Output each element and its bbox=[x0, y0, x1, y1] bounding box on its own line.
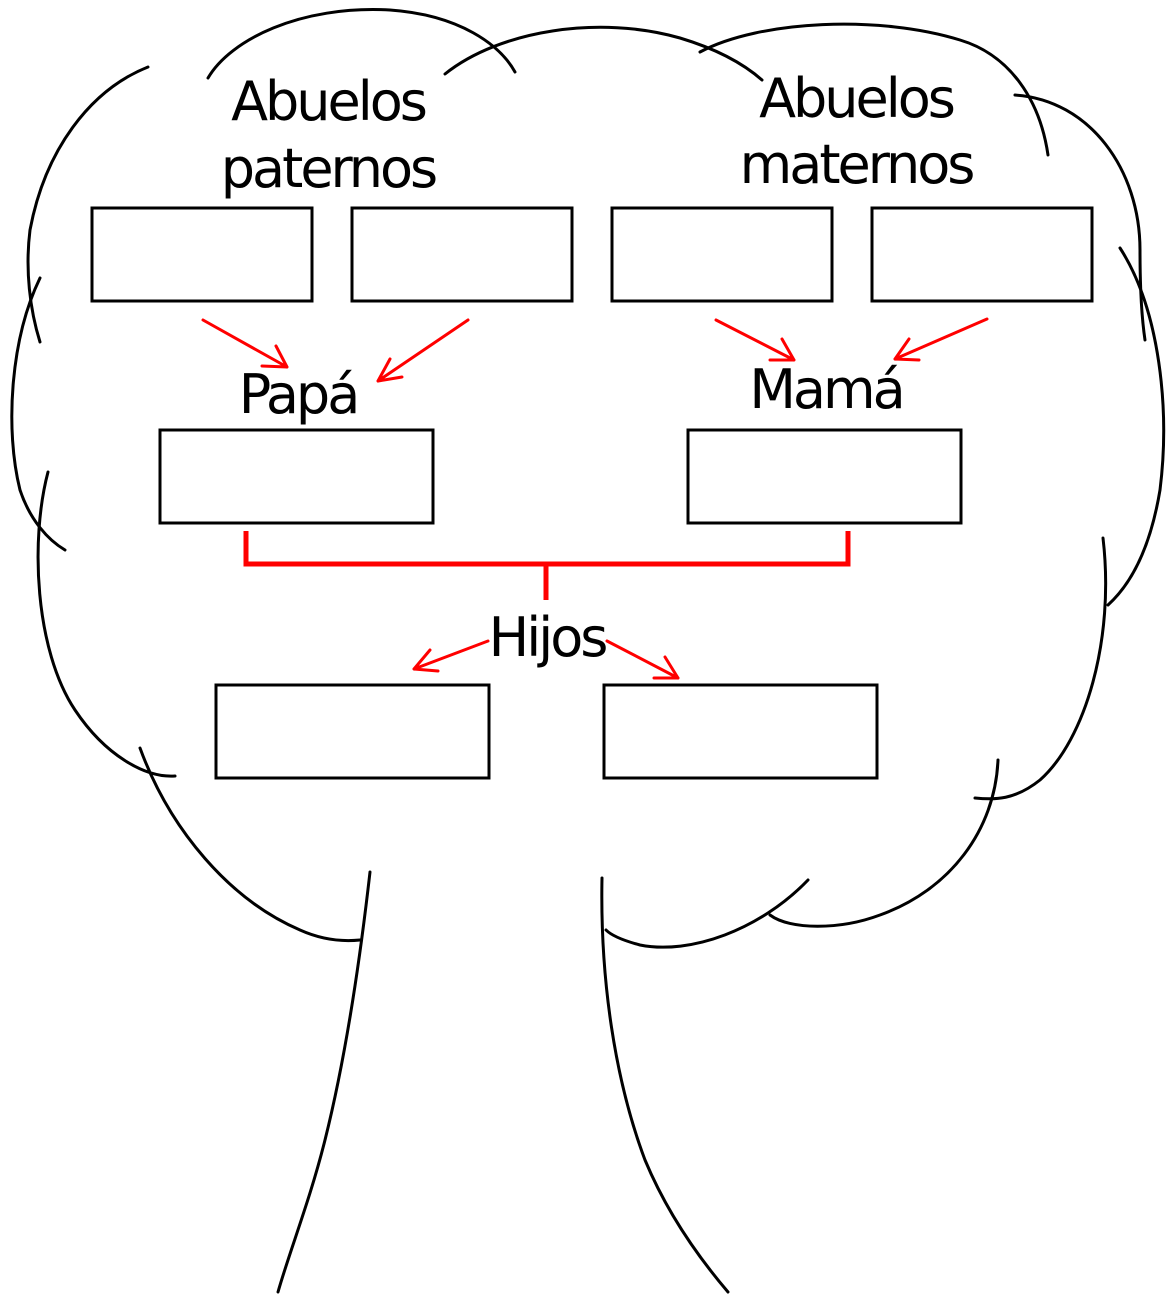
box-father[interactable] bbox=[158, 428, 435, 525]
trunk-right-edge bbox=[600, 876, 730, 1294]
label-paternal-grandparents-line1: Abuelos bbox=[231, 70, 426, 133]
crown-arc-left-upper bbox=[26, 65, 150, 344]
tree-crown-outline bbox=[10, 8, 1166, 949]
arrow-paternal-grandparent-2-to-father bbox=[376, 318, 470, 383]
box-child-1[interactable] bbox=[214, 683, 491, 780]
crown-arc-left-middle bbox=[10, 276, 67, 552]
crown-arc-bottom-left bbox=[138, 746, 362, 943]
crown-arc-right-lower bbox=[973, 536, 1108, 801]
label-paternal-grandparents-line2: paternos bbox=[221, 137, 436, 200]
arrow-maternal-grandparent-2-to-mother bbox=[893, 317, 989, 362]
box-paternal-grandparent-2[interactable] bbox=[350, 206, 574, 303]
crown-arc-bottom-right bbox=[768, 758, 1000, 928]
label-father: Papá bbox=[239, 363, 358, 426]
box-paternal-grandparent-1[interactable] bbox=[90, 206, 314, 303]
label-maternal-grandparents-line2: maternos bbox=[740, 133, 974, 196]
box-maternal-grandparent-1[interactable] bbox=[610, 206, 834, 303]
trunk-left-edge bbox=[276, 870, 372, 1294]
arrow-children-right bbox=[605, 639, 680, 680]
connector-arrows-children bbox=[412, 639, 680, 680]
label-maternal-grandparents-line1: Abuelos bbox=[759, 67, 954, 130]
label-children: Hijos bbox=[489, 606, 607, 669]
label-mother: Mamá bbox=[749, 358, 902, 421]
crown-arc-left-lower bbox=[36, 470, 177, 778]
crown-arc-top-middle bbox=[443, 25, 764, 82]
crown-arc-right-middle bbox=[1106, 246, 1166, 607]
crown-arc-bottom-middle bbox=[604, 878, 810, 949]
arrow-children-left bbox=[412, 639, 490, 673]
box-mother[interactable] bbox=[686, 428, 963, 525]
crown-arc-top-right bbox=[698, 22, 1050, 157]
tree-trunk bbox=[276, 870, 730, 1294]
arrow-maternal-grandparent-1-to-mother bbox=[714, 318, 796, 362]
arrow-paternal-grandparent-1-to-father bbox=[201, 318, 289, 369]
bracket-line bbox=[243, 531, 851, 567]
name-boxes bbox=[90, 206, 1094, 780]
crown-arc-right-top bbox=[1013, 93, 1147, 342]
box-maternal-grandparent-2[interactable] bbox=[870, 206, 1094, 303]
box-child-2[interactable] bbox=[602, 683, 879, 780]
connector-arrows-grandparents bbox=[201, 317, 989, 383]
parents-bracket bbox=[243, 531, 851, 600]
crown-arc-top-left bbox=[206, 8, 517, 80]
